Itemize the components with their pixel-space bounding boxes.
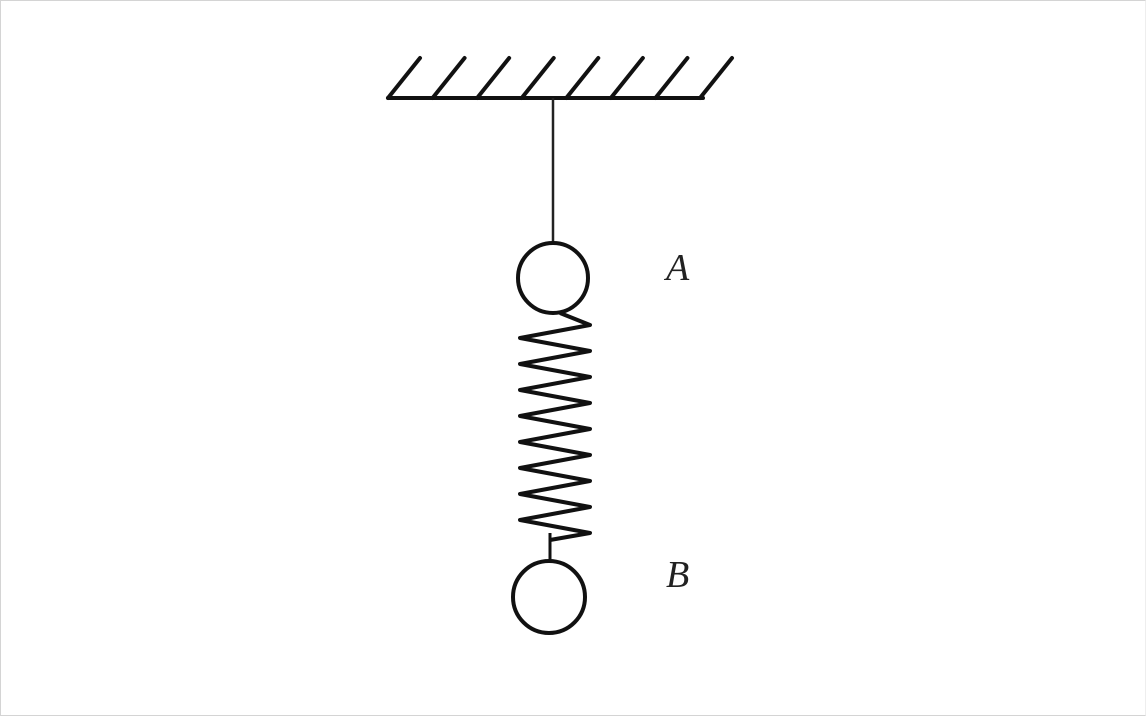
ball-b [511, 559, 587, 635]
ball-a [516, 241, 590, 315]
ceiling-hatch [386, 56, 422, 100]
ceiling-hatch [519, 56, 556, 100]
ceiling-hatch [564, 56, 601, 100]
ceiling-hatch [653, 56, 690, 100]
spring [518, 311, 592, 542]
label-b: B [666, 554, 689, 596]
ceiling-hatch [475, 56, 512, 100]
ceiling-hatch [430, 56, 467, 100]
ceiling-hatch [608, 56, 645, 100]
ceiling-hatch [698, 56, 734, 100]
label-a: A [663, 247, 690, 289]
ceiling [386, 56, 734, 100]
